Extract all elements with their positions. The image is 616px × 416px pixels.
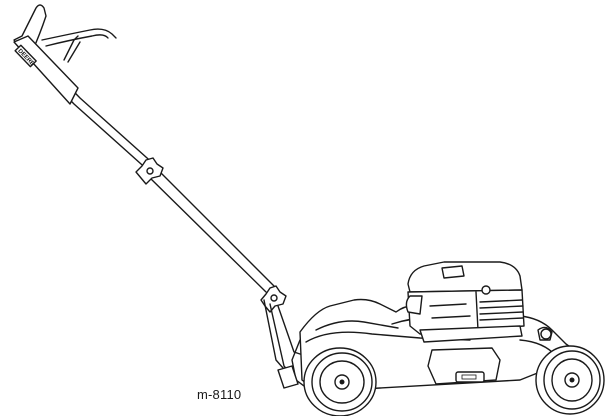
front-wheel bbox=[535, 345, 605, 415]
figure-label: m-8110 bbox=[197, 387, 242, 402]
rear-wheel bbox=[303, 347, 377, 416]
mower-engine bbox=[405, 261, 525, 343]
upper-handle-knob bbox=[135, 157, 164, 185]
mower-handle bbox=[13, 4, 307, 381]
lower-handle-knob bbox=[260, 285, 287, 313]
